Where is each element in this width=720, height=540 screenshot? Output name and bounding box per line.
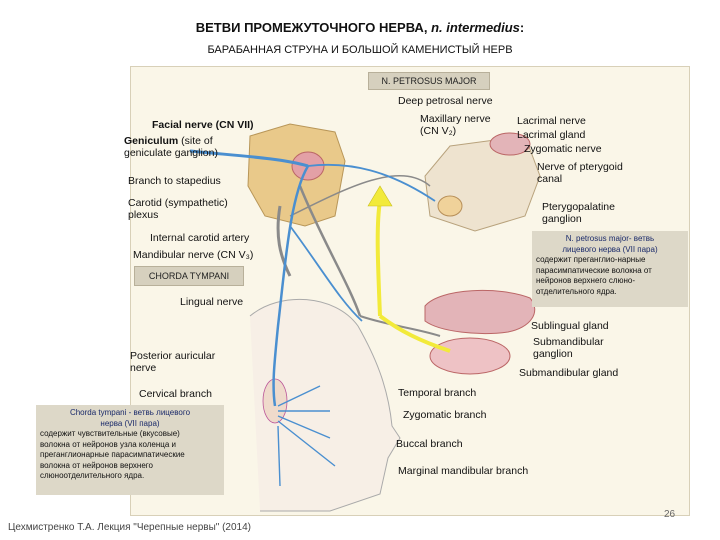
label-sublingual: Sublingual gland (531, 320, 609, 332)
label-internal-carotid: Internal carotid artery (150, 232, 249, 244)
label-maxillary: Maxillary nerve (CN V₂) (420, 113, 491, 137)
chorda-note-text: содержит чувствительные (вкусовые) волок… (40, 429, 220, 482)
petrosus-major-tag: N. PETROSUS MAJOR (368, 72, 490, 90)
parasympathetic-arrow-up (378, 201, 380, 316)
petrosus-note-title: N. petrosus major- ветвь лицевого нерва … (536, 234, 684, 255)
label-lingual: Lingual nerve (180, 296, 243, 308)
sublingual-gland-shape (425, 290, 535, 333)
label-pterygoid-canal: Nerve of pterygoid canal (537, 161, 623, 185)
label-submandibular-gland: Submandibular gland (519, 367, 618, 379)
page-subtitle: БАРАБАННАЯ СТРУНА И БОЛЬШОЙ КАМЕНИСТЫЙ Н… (0, 44, 720, 56)
label-posterior-auricular: Posterior auricular nerve (130, 350, 215, 374)
label-lacrimal-nerve: Lacrimal nerve (517, 115, 586, 127)
label-cervical: Cervical branch (139, 388, 212, 400)
label-zygomatic-branch: Zygomatic branch (403, 409, 486, 421)
label-pterygopalatine: Pterygopalatine ganglion (542, 201, 615, 225)
label-zygomatic-nerve: Zygomatic nerve (524, 143, 602, 155)
chorda-note-title: Chorda tympani - ветвь лицевого нерва (V… (40, 408, 220, 429)
label-lacrimal-gland: Lacrimal gland (517, 129, 585, 141)
parasympathetic-arrowhead (368, 186, 392, 206)
footer-credit: Цехмистренко Т.А. Лекция "Черепные нервы… (8, 522, 251, 533)
pterygopalatine-ganglion-shape (438, 196, 462, 216)
label-mandibular: Mandibular nerve (CN V₃) (133, 249, 253, 261)
label-deep-petrosal: Deep petrosal nerve (398, 95, 493, 107)
page-number: 26 (664, 509, 675, 520)
label-geniculum: Geniculum (site of geniculate ganglion) (124, 135, 218, 159)
label-marginal: Marginal mandibular branch (398, 465, 528, 477)
chorda-tympani-tag: CHORDA TYMPANI (134, 266, 244, 286)
label-submandibular-ganglion: Submandibular ganglion (533, 336, 604, 360)
label-buccal: Buccal branch (396, 438, 463, 450)
label-carotid-plexus: Carotid (sympathetic) plexus (128, 197, 228, 221)
label-facial-nerve: Facial nerve (CN VII) (152, 119, 254, 131)
label-stapedius: Branch to stapedius (128, 175, 221, 187)
petrosus-note: N. petrosus major- ветвь лицевого нерва … (532, 231, 688, 307)
label-temporal: Temporal branch (398, 387, 476, 399)
submandibular-gland-shape (430, 338, 510, 374)
page-title: ВЕТВИ ПРОМЕЖУТОЧНОГО НЕРВА, n. intermedi… (0, 20, 720, 35)
petrosus-note-text: содержит преганглио-нарные парасимпатиче… (536, 255, 684, 297)
chorda-note: Chorda tympani - ветвь лицевого нерва (V… (36, 405, 224, 495)
